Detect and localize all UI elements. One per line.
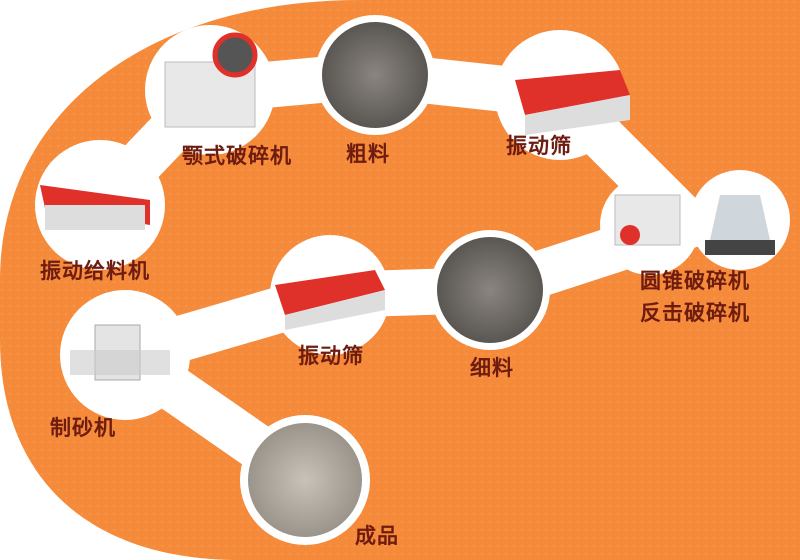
vibrating-screen-2-icon: [270, 235, 390, 355]
cone-crusher-icon: [690, 170, 790, 270]
label-fine-aggregate: 细料: [470, 356, 514, 380]
label-coarse-aggregate: 粗料: [346, 142, 390, 166]
label-jaw-crusher: 颚式破碎机: [182, 144, 292, 168]
label-vibrating-screen: 振动筛: [506, 134, 572, 158]
label-cone-crusher: 圆锥破碎机: [640, 269, 750, 293]
impact-crusher-icon: [600, 175, 700, 275]
vibrating-screen-icon: [495, 30, 630, 160]
label-impact-crusher: 反击破碎机: [640, 301, 750, 325]
coarse-aggregate-icon: [315, 15, 435, 135]
jaw-crusher-icon: [145, 25, 275, 155]
sand-making-machine-icon: [60, 290, 190, 420]
finished-sand-icon: [240, 415, 370, 545]
label-vibrating-screen-2: 振动筛: [298, 344, 364, 368]
label-sand-making-machine: 制砂机: [50, 416, 116, 440]
fine-aggregate-icon: [430, 230, 550, 350]
label-vibrating-feeder: 振动给料机: [40, 259, 150, 283]
label-finished-product: 成品: [355, 524, 399, 548]
vibrating-feeder-icon: [35, 140, 165, 270]
